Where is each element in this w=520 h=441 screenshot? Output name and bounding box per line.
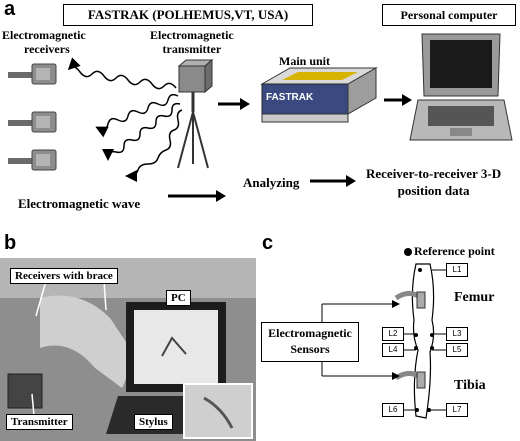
device-brand-label: FASTRAK bbox=[266, 92, 314, 103]
output-label-line2: position data bbox=[397, 183, 470, 198]
segment-l4: L4 bbox=[382, 343, 404, 357]
pc-label: PC bbox=[166, 290, 191, 306]
panel-b-letter: b bbox=[4, 232, 17, 254]
wave-line-1 bbox=[67, 57, 177, 90]
computer-title-box: Personal computer bbox=[382, 4, 516, 26]
receivers-label-line1: Electromagnetic bbox=[2, 28, 86, 42]
experiment-photo bbox=[0, 258, 256, 441]
sensors-label-line1: Electromagnetic bbox=[268, 326, 352, 340]
computer-icon bbox=[409, 33, 513, 141]
system-title-box: FASTRAK (POLHEMUS,VT, USA) bbox=[63, 4, 313, 26]
panel-c-letter: c bbox=[262, 232, 274, 254]
experiment-photo-drawing bbox=[0, 258, 256, 441]
leg-outline bbox=[411, 263, 435, 419]
reference-point-dot bbox=[404, 248, 412, 256]
transmitter-label-line2: transmitter bbox=[162, 42, 222, 56]
output-label-line1: Receiver-to-receiver 3-D bbox=[366, 166, 502, 181]
wave-label: Electromagnetic wave bbox=[18, 196, 141, 211]
wave-line-3 bbox=[102, 102, 181, 161]
analyzing-label: Analyzing bbox=[243, 175, 300, 190]
receivers-label: Electromagnetic receivers bbox=[2, 28, 86, 56]
tibia-label: Tibia bbox=[454, 378, 486, 393]
output-label: Receiver-to-receiver 3-D position data bbox=[366, 165, 501, 199]
transmitter-label-line1: Electromagnetic bbox=[150, 28, 234, 42]
system-title: FASTRAK (POLHEMUS,VT, USA) bbox=[87, 7, 289, 22]
panel-a-letter: a bbox=[4, 0, 16, 20]
receiver-icon-2 bbox=[8, 111, 57, 133]
femur-label: Femur bbox=[454, 290, 495, 305]
segment-l6: L6 bbox=[382, 403, 404, 417]
transmitter-icon bbox=[177, 58, 214, 169]
sensors-label-line2: Sensors bbox=[290, 342, 330, 356]
wave-line-2 bbox=[95, 93, 179, 138]
receivers-with-brace-label: Receivers with brace bbox=[10, 268, 118, 284]
segment-l1: L1 bbox=[446, 263, 468, 277]
panel-a-illustration bbox=[8, 33, 513, 202]
reference-point-label: Reference point bbox=[414, 244, 495, 258]
main-unit-icon bbox=[260, 67, 378, 123]
segment-l3: L3 bbox=[446, 327, 468, 341]
segment-l2: L2 bbox=[382, 327, 404, 341]
receiver-icon-1 bbox=[8, 63, 57, 85]
receivers-label-line2: receivers bbox=[24, 42, 70, 56]
computer-title: Personal computer bbox=[400, 8, 498, 22]
main-unit-label: Main unit bbox=[279, 54, 331, 68]
sensors-label-box: Electromagnetic Sensors bbox=[261, 322, 359, 362]
transmitter-photo-label: Transmitter bbox=[6, 414, 73, 430]
segment-l7: L7 bbox=[446, 403, 468, 417]
segment-l5: L5 bbox=[446, 343, 468, 357]
transmitter-label: Electromagnetic transmitter bbox=[150, 28, 234, 56]
receiver-icon-3 bbox=[8, 149, 57, 171]
wave-line-4 bbox=[125, 109, 183, 182]
stylus-label: Stylus bbox=[134, 414, 173, 430]
